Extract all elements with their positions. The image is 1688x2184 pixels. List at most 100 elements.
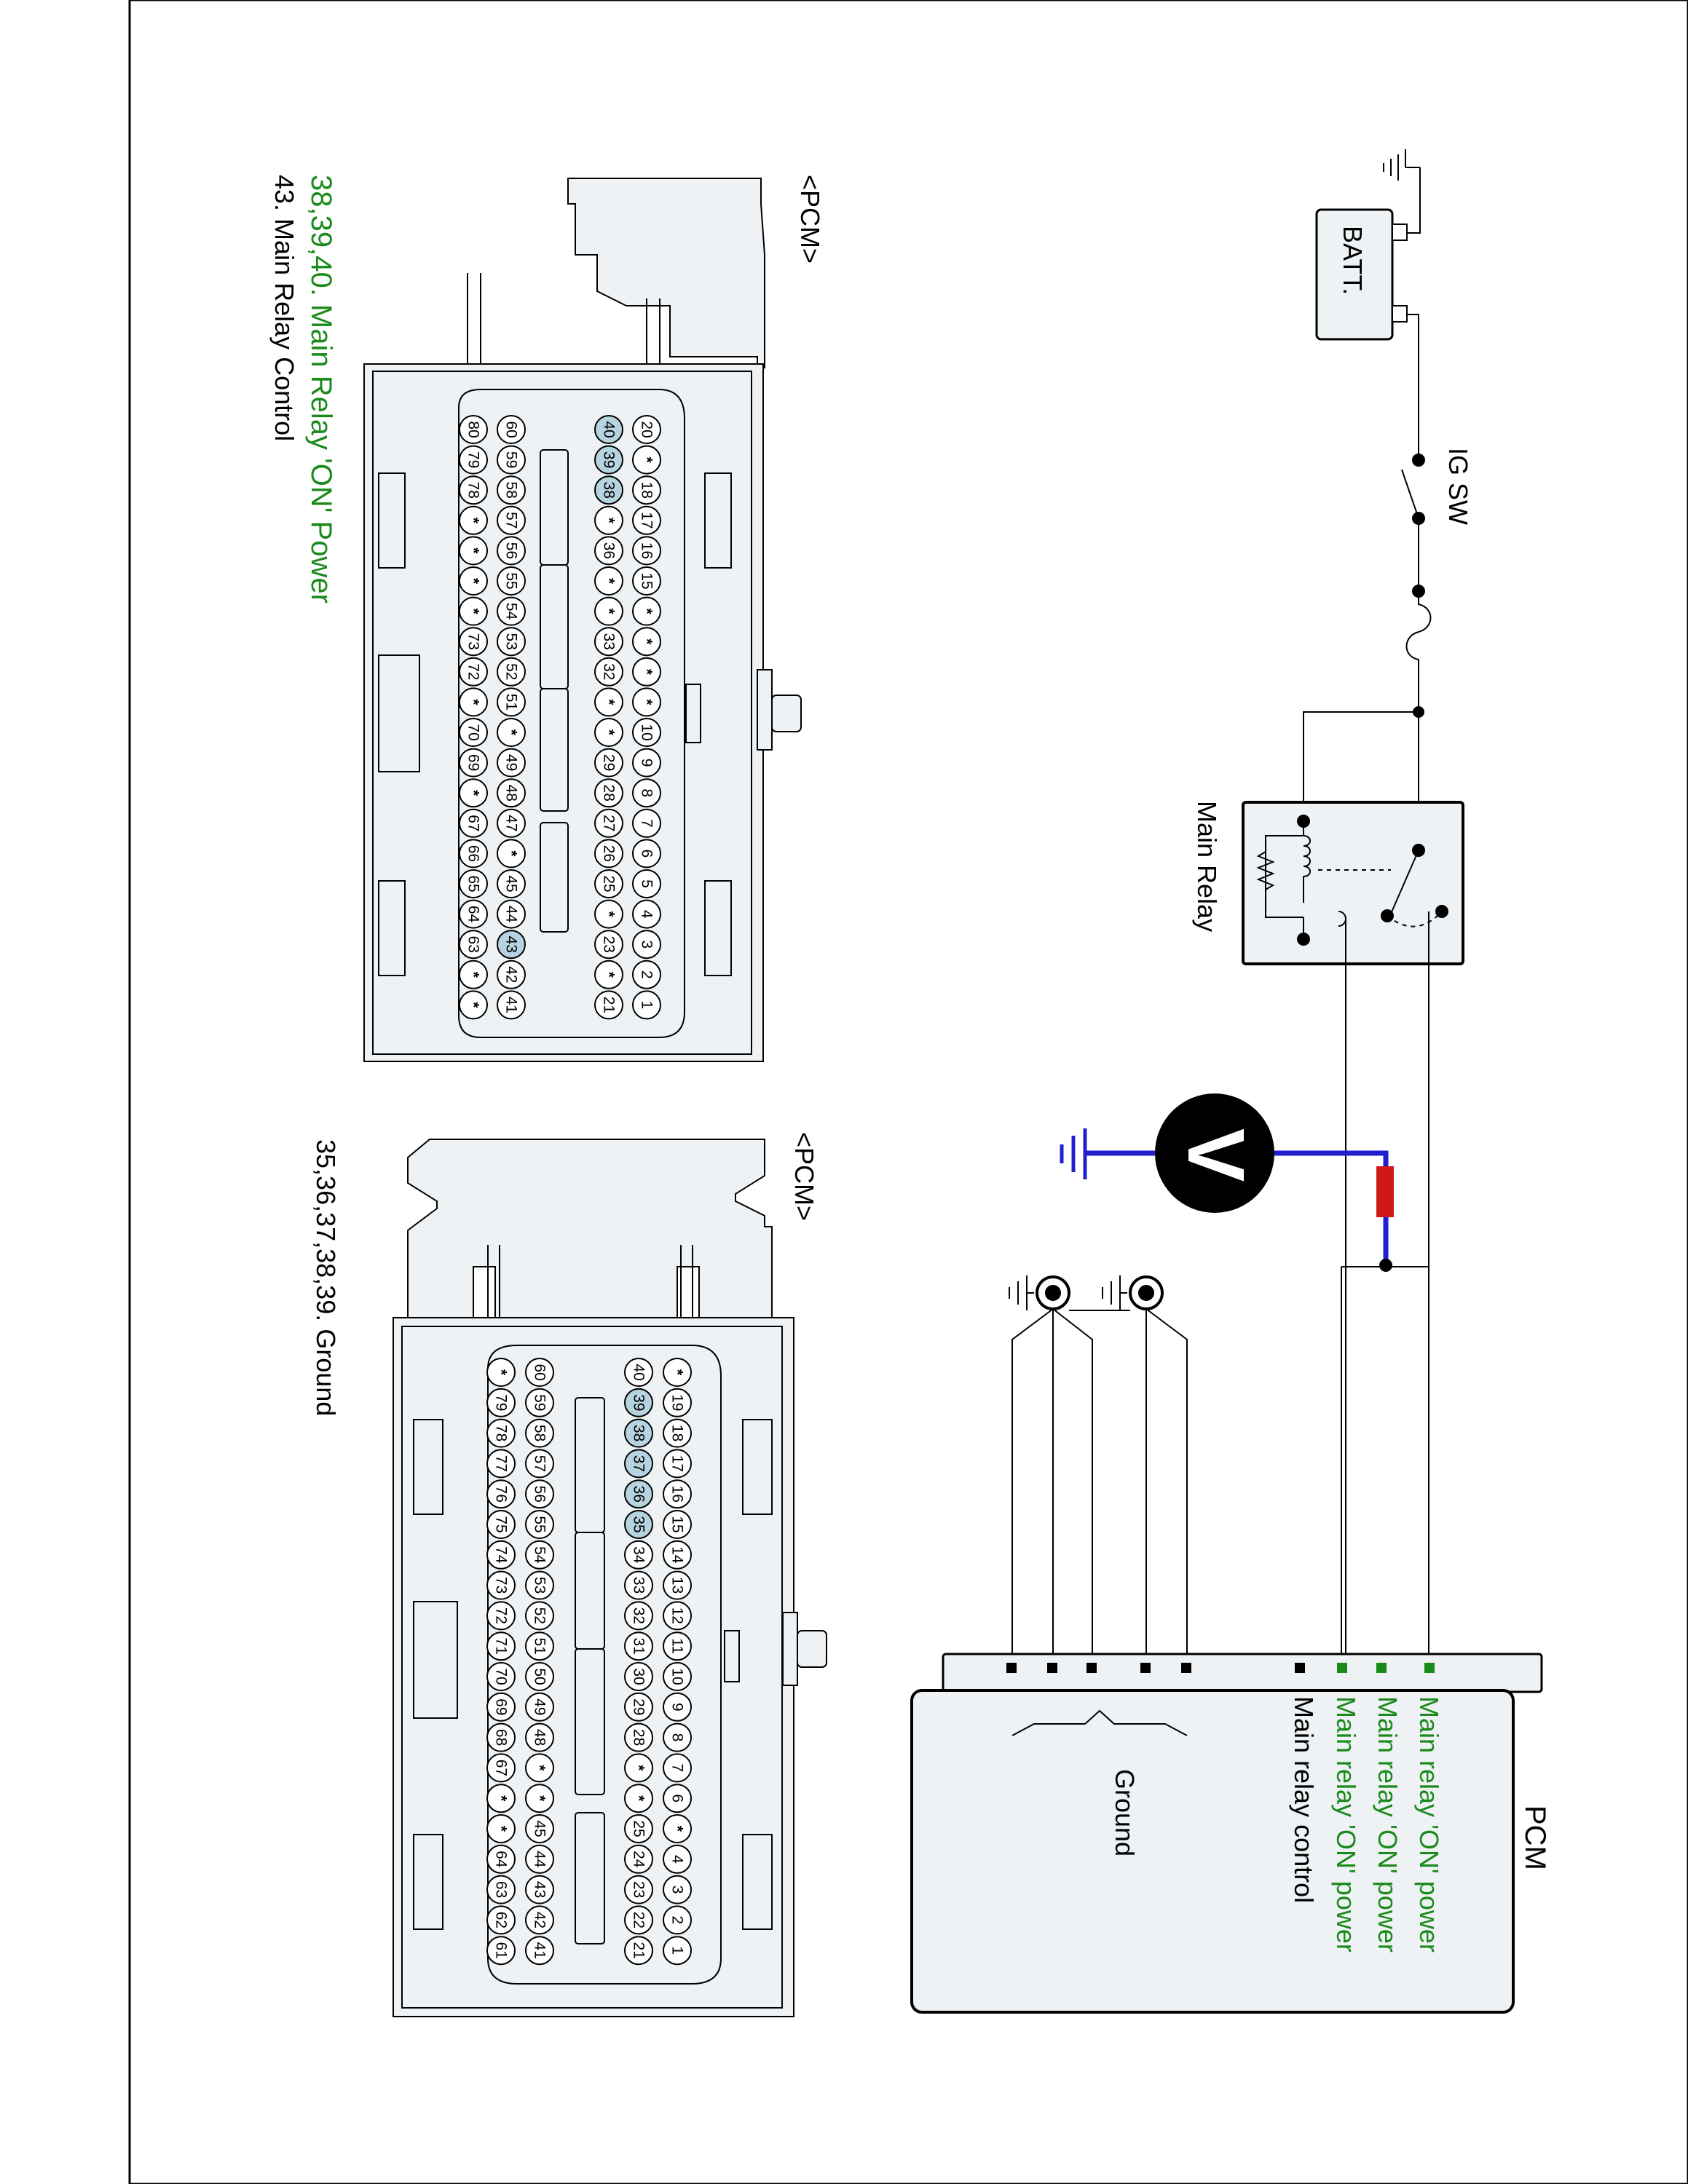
pin-65 bbox=[459, 869, 488, 898]
pin-45 bbox=[497, 869, 526, 898]
pin-label: 63 bbox=[493, 1881, 510, 1898]
pin-28 bbox=[594, 778, 623, 808]
pin-label: 62 bbox=[493, 1912, 510, 1928]
pin-39 bbox=[594, 445, 623, 475]
pin-label: 28 bbox=[601, 785, 618, 802]
pin-label: 57 bbox=[503, 512, 520, 529]
pin-label: 15 bbox=[669, 1516, 686, 1532]
pin-43 bbox=[525, 1875, 554, 1904]
pin-label: * bbox=[532, 1795, 548, 1802]
pin-* bbox=[459, 536, 488, 566]
pin-label: * bbox=[601, 609, 618, 615]
pin-label: 30 bbox=[631, 1668, 647, 1685]
pin-label: 59 bbox=[503, 451, 520, 468]
pin-8 bbox=[663, 1722, 692, 1752]
connector-b-pins: *191817161514131211109876*43214039383736… bbox=[486, 1358, 692, 1966]
pin-label: 7 bbox=[669, 1764, 686, 1773]
pin-48 bbox=[497, 778, 526, 808]
pin-label: * bbox=[639, 638, 655, 645]
pcm-label: PCM bbox=[1519, 1805, 1551, 1870]
pin-label: 61 bbox=[493, 1942, 510, 1959]
pcm-pin-label-2: Main relay 'ON' power bbox=[1373, 1696, 1403, 1952]
pin-73 bbox=[486, 1570, 516, 1600]
connector-a-title: <PCM> bbox=[795, 175, 825, 264]
battery-positive-wire bbox=[1407, 314, 1419, 459]
pin-label: * bbox=[669, 1826, 686, 1832]
pin-2 bbox=[663, 1905, 692, 1935]
main-relay-box bbox=[1242, 801, 1464, 965]
pin-22 bbox=[624, 1905, 653, 1935]
pin-67 bbox=[486, 1753, 516, 1783]
pin-label: 33 bbox=[601, 633, 618, 650]
pin-* bbox=[624, 1753, 653, 1783]
pin-69 bbox=[459, 748, 488, 778]
pin-label: 56 bbox=[503, 542, 520, 559]
pin-label: * bbox=[465, 609, 482, 615]
pin-label: 67 bbox=[493, 1760, 510, 1776]
pin-label: 9 bbox=[669, 1703, 686, 1712]
pin-label: 52 bbox=[532, 1607, 548, 1624]
pin-15 bbox=[663, 1510, 692, 1539]
pin-label: * bbox=[503, 850, 520, 857]
pin-label: 23 bbox=[601, 936, 618, 953]
pin-55 bbox=[525, 1510, 554, 1539]
pin-label: 25 bbox=[631, 1820, 647, 1837]
main-relay-label: Main Relay bbox=[1192, 801, 1222, 932]
pin-label: 64 bbox=[465, 906, 482, 923]
pin-label: 9 bbox=[639, 759, 655, 767]
pin-label: 38 bbox=[631, 1425, 647, 1441]
pin-label: 10 bbox=[639, 724, 655, 740]
pin-29 bbox=[594, 748, 623, 778]
pin-20 bbox=[632, 415, 661, 444]
pin-7 bbox=[632, 808, 661, 838]
pin-label: 64 bbox=[493, 1851, 510, 1868]
pin-label: 69 bbox=[465, 754, 482, 771]
pin-label: * bbox=[639, 609, 655, 615]
pin-label: 16 bbox=[669, 1486, 686, 1503]
pin-14 bbox=[663, 1540, 692, 1570]
pin-label: 44 bbox=[532, 1851, 548, 1868]
pin-label: 53 bbox=[503, 633, 520, 650]
pin-* bbox=[632, 627, 661, 657]
voltmeter-probe-wire bbox=[1267, 1150, 1389, 1265]
pin-64 bbox=[459, 899, 488, 929]
ig-switch-label: IG SW bbox=[1443, 448, 1473, 525]
pcm-ground-symbols bbox=[1009, 1275, 1188, 1667]
pin-label: 25 bbox=[601, 875, 618, 892]
pin-label: 79 bbox=[465, 451, 482, 468]
pin-label: 6 bbox=[639, 850, 655, 858]
pin-9 bbox=[663, 1692, 692, 1722]
pin-label: * bbox=[532, 1765, 548, 1771]
pin-label: 73 bbox=[465, 633, 482, 650]
pin-label: * bbox=[465, 518, 482, 524]
pin-60 bbox=[497, 415, 526, 444]
pin-* bbox=[632, 596, 661, 626]
pin-label: 36 bbox=[601, 542, 618, 559]
pin-label: 11 bbox=[669, 1638, 686, 1654]
pin-71 bbox=[486, 1631, 516, 1661]
pin-label: 75 bbox=[493, 1516, 510, 1532]
pin-label: 80 bbox=[465, 421, 482, 438]
pin-* bbox=[632, 657, 661, 687]
pin-15 bbox=[632, 566, 661, 596]
battery-label: BATT. bbox=[1338, 226, 1368, 295]
pin-60 bbox=[525, 1358, 554, 1387]
pin-57 bbox=[525, 1449, 554, 1479]
pin-* bbox=[459, 566, 488, 596]
pin-label: 45 bbox=[503, 875, 520, 892]
pin-70 bbox=[459, 718, 488, 747]
connector-a-note-green: 38,39,40. Main Relay 'ON' Power bbox=[305, 175, 337, 604]
pin-24 bbox=[624, 1844, 653, 1874]
pin-label: 58 bbox=[532, 1425, 548, 1441]
pin-30 bbox=[624, 1662, 653, 1691]
pin-label: 17 bbox=[639, 512, 655, 529]
pin-23 bbox=[624, 1875, 653, 1904]
pin-39 bbox=[624, 1388, 653, 1417]
pin-* bbox=[663, 1358, 692, 1387]
page-frame bbox=[128, 0, 1688, 2184]
pin-label: 66 bbox=[465, 845, 482, 862]
pin-58 bbox=[525, 1418, 554, 1448]
pin-* bbox=[525, 1784, 554, 1813]
pin-label: 42 bbox=[532, 1912, 548, 1928]
pin-label: 26 bbox=[601, 845, 618, 862]
